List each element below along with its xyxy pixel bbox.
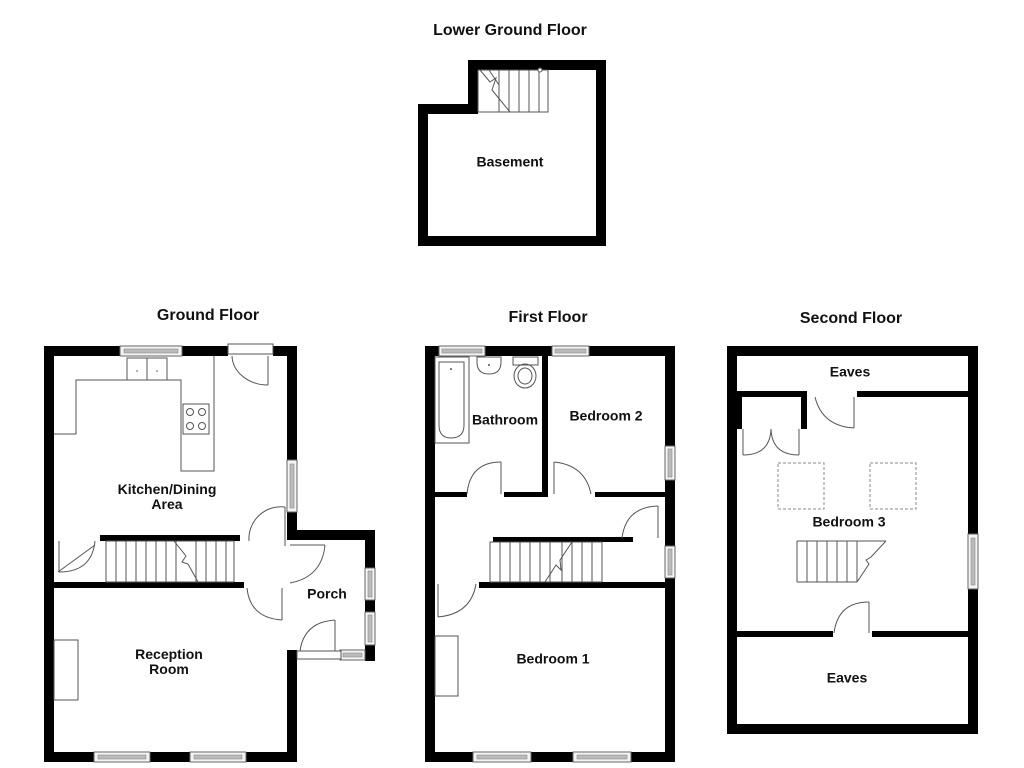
room-label-bedroom-2: Bedroom 2 [569, 407, 643, 424]
window-icon [93, 751, 151, 763]
window-icon [664, 445, 676, 481]
door-icon [553, 461, 592, 495]
ground-floor-plan [44, 343, 376, 763]
stairs-icon [477, 67, 549, 113]
room-label-bedroom-3: Bedroom 3 [812, 513, 886, 530]
door-icon [814, 396, 855, 429]
skylight-icon [869, 462, 917, 510]
stairs-icon [105, 540, 235, 583]
room-label-basement: Basement [476, 153, 544, 170]
room-label-eaves-bottom: Eaves [826, 669, 868, 686]
window-icon [967, 533, 979, 590]
window-icon [364, 567, 376, 601]
stairs-icon [796, 540, 887, 583]
door-icon [57, 540, 96, 573]
floor-title-ground: Ground Floor [156, 307, 260, 324]
window-icon [364, 611, 376, 646]
room-label-bathroom: Bathroom [471, 411, 539, 428]
window-icon [472, 751, 532, 763]
window-icon [438, 345, 486, 357]
room-label-bedroom-1: Bedroom 1 [516, 650, 590, 667]
door-icon [621, 505, 659, 539]
window-icon [551, 345, 590, 357]
room-label-kitchen-dining: Kitchen/Dining Area [117, 481, 217, 512]
skylight-icon [777, 462, 825, 510]
window-icon [664, 545, 676, 579]
bath-icon [434, 356, 470, 444]
room-label-reception: Reception Room [135, 646, 203, 677]
second-floor-plan [727, 346, 979, 734]
kitchen-worktop [54, 356, 215, 472]
room-label-porch: Porch [307, 585, 347, 602]
basement-plan [418, 60, 606, 246]
stairs-icon [489, 541, 603, 583]
fireplace-icon [53, 639, 79, 701]
washbasin-icon [476, 356, 502, 375]
window-icon [119, 345, 183, 357]
floor-title-second: Second Floor [799, 310, 903, 327]
first-floor-plan [425, 345, 676, 763]
cupboard-door-icon [742, 428, 800, 456]
floor-title-lower-ground: Lower Ground Floor [433, 22, 587, 39]
door-icon [466, 461, 502, 495]
toilet-icon [512, 356, 539, 389]
door-icon [296, 619, 342, 660]
hob-icon [182, 403, 210, 435]
sink-icon [126, 357, 168, 381]
door-icon [227, 343, 274, 386]
door-icon [833, 601, 870, 634]
window-icon [189, 751, 247, 763]
door-icon [437, 583, 477, 618]
window-icon [339, 649, 366, 661]
door-icon [248, 506, 286, 546]
room-label-eaves-top: Eaves [829, 363, 871, 380]
floor-title-first: First Floor [508, 309, 588, 326]
door-icon [246, 587, 283, 621]
window-icon [572, 751, 632, 763]
chimney-breast-icon [434, 635, 459, 697]
window-icon [286, 459, 298, 513]
door-icon [289, 544, 326, 584]
